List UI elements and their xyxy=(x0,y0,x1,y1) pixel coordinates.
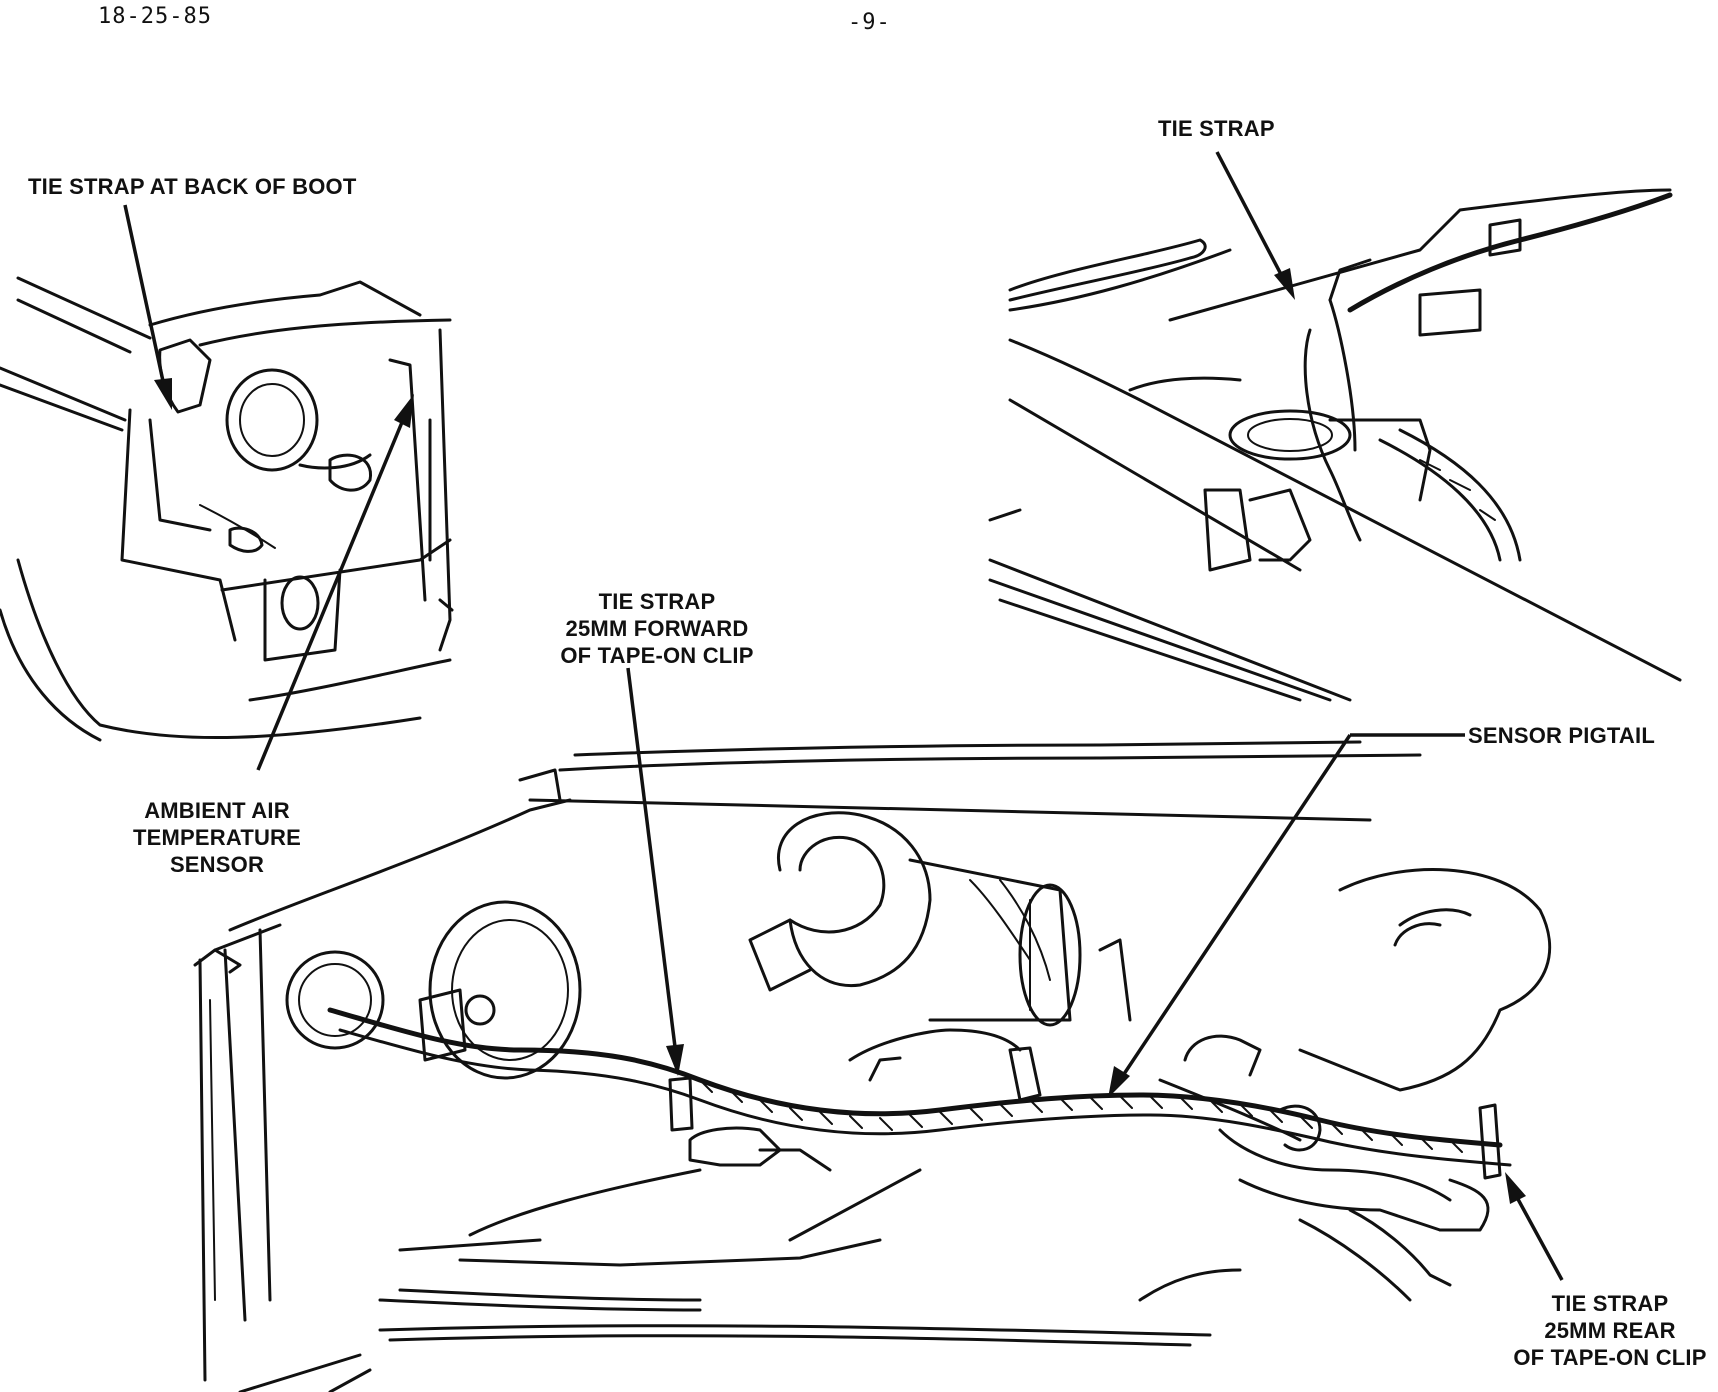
arrow-back-of-boot xyxy=(123,204,172,410)
arrow-rear-tie-strap xyxy=(1505,1172,1564,1281)
arrow-top-tie-strap xyxy=(1215,151,1295,300)
callout-rear-tie-strap-line-3: OF TAPE-ON CLIP xyxy=(1513,1345,1706,1370)
callout-forward-tie-strap-line-2: 25MM FORWARD xyxy=(566,616,749,641)
arrow-sensor-pigtail xyxy=(1108,733,1465,1098)
callout-tie-strap-back-of-boot: TIE STRAP AT BACK OF BOOT xyxy=(28,174,357,199)
callout-rear-tie-strap-line-2: 25MM REAR xyxy=(1544,1318,1675,1343)
engine-compartment-illustration xyxy=(193,740,1552,1392)
connector-detail-illustration xyxy=(988,188,1682,702)
headlamp-corner-illustration xyxy=(0,276,454,742)
callout-forward-tie-strap-line-1: TIE STRAP xyxy=(599,589,716,614)
arrow-ambient-sensor xyxy=(256,394,414,771)
document-id: 18-25-85 xyxy=(98,4,212,29)
callout-ambient-sensor-line-3: SENSOR xyxy=(170,852,264,877)
callout-forward-tie-strap-line-3: OF TAPE-ON CLIP xyxy=(560,643,753,668)
callout-sensor-pigtail: SENSOR PIGTAIL xyxy=(1468,723,1655,748)
arrow-forward-tie-strap xyxy=(626,667,684,1076)
callout-ambient-sensor-line-1: AMBIENT AIR xyxy=(144,798,290,823)
callout-ambient-sensor-line-2: TEMPERATURE xyxy=(133,825,301,850)
callout-rear-tie-strap-line-1: TIE STRAP xyxy=(1552,1291,1669,1316)
callout-tie-strap-top: TIE STRAP xyxy=(1158,116,1275,141)
page-number: -9- xyxy=(848,10,891,35)
